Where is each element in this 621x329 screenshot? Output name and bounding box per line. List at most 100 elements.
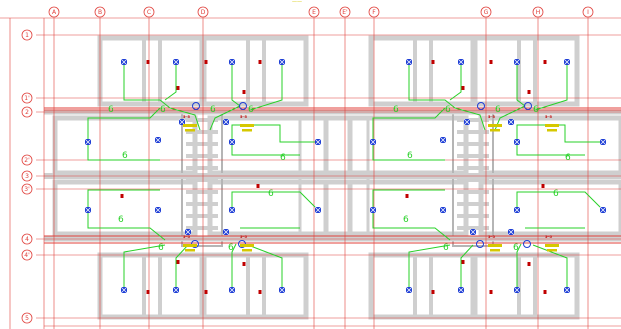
ceiling-light-icon	[228, 286, 236, 294]
apartment-lower-right	[201, 252, 309, 320]
bubble-circle	[21, 92, 33, 104]
axis-label-top: G	[484, 9, 489, 16]
light-cross	[172, 286, 180, 294]
bubble-circle	[21, 170, 33, 182]
ceiling-light-icon	[222, 118, 230, 126]
circuit-note	[490, 129, 500, 132]
ceiling-light-icon	[228, 206, 236, 214]
wiring-run	[123, 244, 166, 290]
light-cross	[120, 58, 128, 66]
wall-switch-icon	[256, 184, 260, 188]
ceiling-light-icon	[513, 138, 521, 146]
ceiling-light-icon	[222, 228, 230, 236]
switch-body	[258, 290, 262, 294]
wall-switch-icon	[176, 260, 180, 264]
axis-label-top: F	[372, 9, 376, 16]
axis-label-left: 1'	[24, 95, 30, 102]
light-cross	[228, 206, 236, 214]
light-cross	[439, 136, 447, 144]
socket-icon: 6	[533, 105, 539, 115]
panel-marker: 5─5	[240, 115, 248, 119]
light-cross	[228, 138, 236, 146]
wall-switch-icon	[461, 260, 465, 264]
light-cross	[184, 228, 192, 236]
wiring-run	[164, 62, 177, 101]
wall-switch-icon	[242, 262, 246, 266]
bubble-circle	[21, 312, 33, 324]
switch-body	[489, 290, 493, 294]
light-cross	[172, 58, 180, 66]
ceiling-light-icon	[184, 228, 192, 236]
switch-body	[541, 184, 545, 188]
circuit-note	[547, 249, 557, 252]
light-cross	[178, 118, 186, 126]
bubble-circle	[143, 6, 155, 18]
switch-body	[543, 290, 547, 294]
ceiling-light-icon	[172, 58, 180, 66]
switch-body	[146, 60, 150, 64]
bubble-circle	[308, 6, 320, 18]
wiring-run	[516, 124, 603, 143]
light-cross	[228, 286, 236, 294]
axis-bubble-top: B	[94, 6, 106, 18]
bubble-circle	[21, 106, 33, 118]
apartment-upper-left	[97, 35, 205, 107]
switch-body	[461, 86, 465, 90]
panel-circle	[524, 102, 532, 110]
panel-circle	[523, 240, 531, 248]
light-cross	[120, 286, 128, 294]
light-cross	[84, 138, 92, 146]
socket-icon: 6	[228, 243, 234, 253]
switch-body	[176, 260, 180, 264]
living-zone-lower	[478, 179, 621, 237]
apartment-lower-right	[472, 252, 580, 320]
wiring-run	[175, 244, 189, 290]
socket-icon: 6	[495, 105, 501, 115]
switch-body	[242, 90, 246, 94]
wiring-run	[87, 189, 160, 210]
axis-bubble-top: F	[368, 6, 380, 18]
ceiling-light-icon	[599, 206, 607, 214]
wall-switch-icon	[146, 290, 150, 294]
socket-icon: 6	[158, 243, 164, 253]
bubble-circle	[48, 6, 60, 18]
socket-icon: 6	[118, 215, 124, 225]
bubble-circle	[21, 183, 33, 195]
bubble-circle	[21, 29, 33, 41]
axis-bubble-left: 3	[21, 170, 33, 182]
axis-label-top: B	[98, 9, 102, 16]
axis-label-top: D	[201, 9, 206, 16]
bubble-circle	[480, 6, 492, 18]
wiring-run	[231, 142, 300, 156]
axis-bubble-left: 2	[21, 106, 33, 118]
ceiling-light-icon	[599, 138, 607, 146]
axis-bubble-top: E'	[339, 6, 351, 18]
ceiling-light-icon	[405, 58, 413, 66]
bubble-circle	[94, 6, 106, 18]
wiring-run	[87, 107, 161, 142]
switch-body	[120, 194, 124, 198]
wall-switch-icon	[527, 262, 531, 266]
axis-bubble-top: C	[143, 6, 155, 18]
axis-label-left: 4	[25, 236, 29, 243]
ceiling-light-icon	[439, 136, 447, 144]
ceiling-light-icon	[513, 206, 521, 214]
socket-icon: 6	[553, 189, 559, 199]
wiring-run	[249, 62, 283, 111]
light-cross	[507, 228, 515, 236]
ceiling-light-icon	[513, 286, 521, 294]
wiring-run	[123, 62, 171, 109]
light-cross	[599, 206, 607, 214]
apartment-lower-left	[368, 252, 476, 320]
axis-bubble-top: I	[582, 6, 594, 18]
light-cross	[222, 228, 230, 236]
wall-switch-icon	[258, 290, 262, 294]
ceiling-light-icon	[439, 206, 447, 214]
axis-label-left: 3'	[24, 186, 30, 193]
apartment-upper-right	[201, 35, 309, 107]
wall-switch-icon	[405, 194, 409, 198]
bubble-circle	[21, 154, 33, 166]
